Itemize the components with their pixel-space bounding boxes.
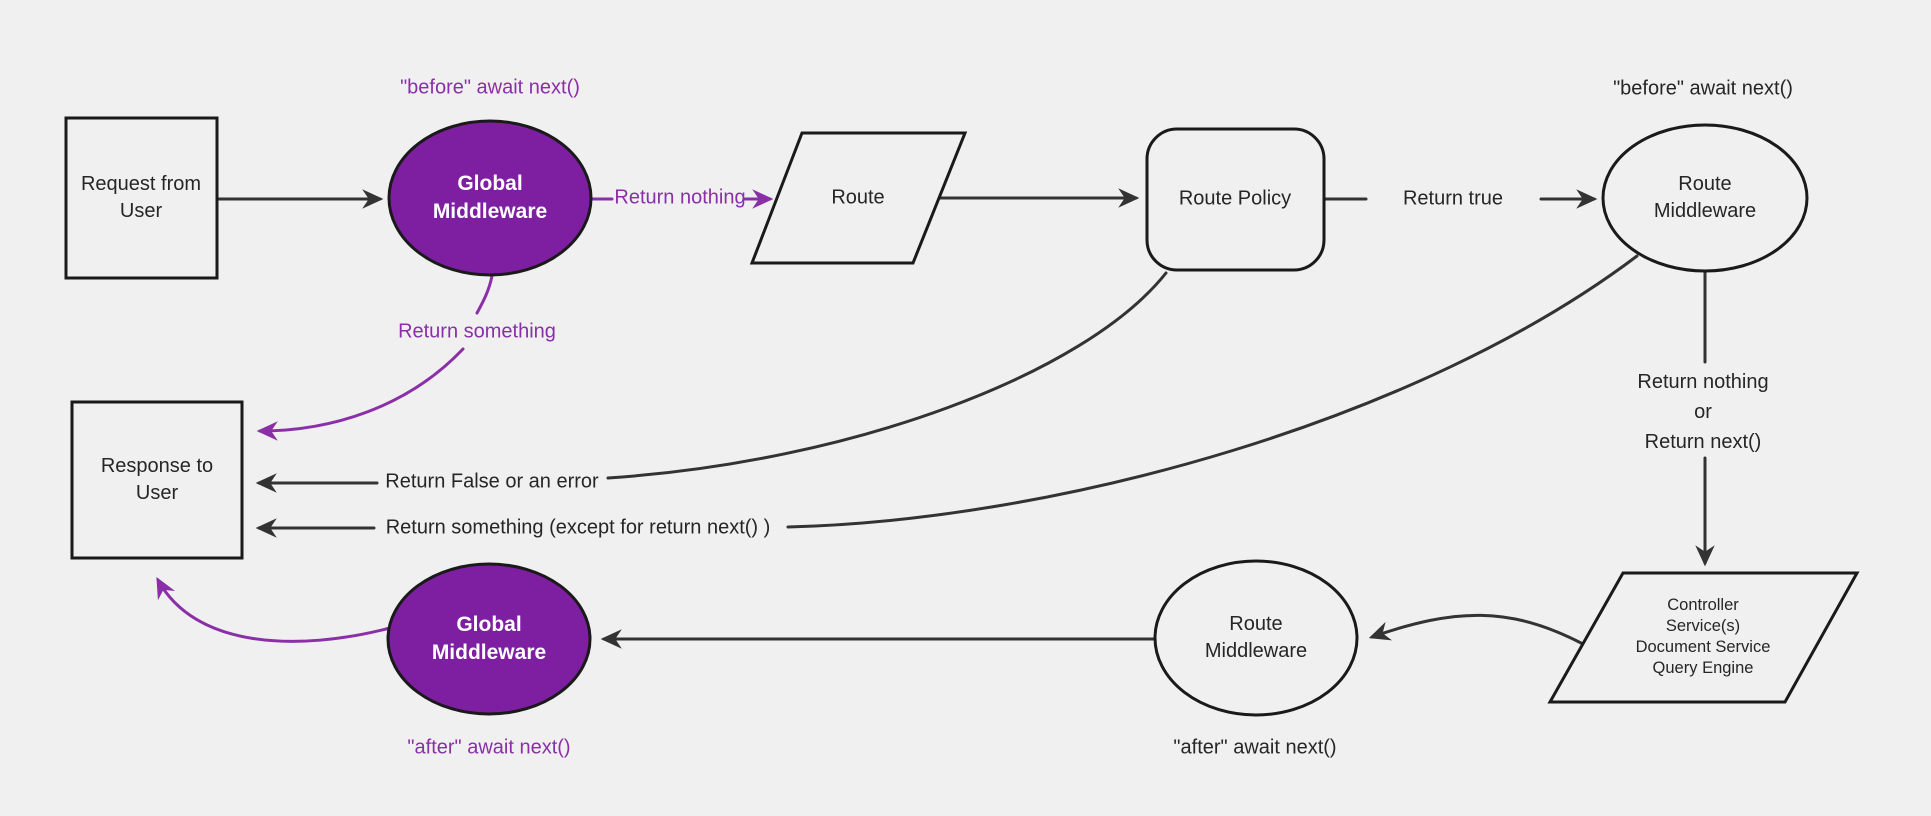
edge-global-middleware-to-return-something-label bbox=[475, 274, 494, 315]
node-response-label: Response to User bbox=[100, 455, 214, 504]
node-route-middleware-top-label: Route Middleware bbox=[1653, 173, 1757, 222]
edge-label-return-something-except: Return something (except for return next… bbox=[385, 516, 771, 539]
node-controller-shape bbox=[1547, 571, 1860, 704]
node-global-middleware-top-label: Global Middleware bbox=[432, 171, 548, 223]
node-route-middleware-bottom-shape bbox=[1153, 559, 1359, 717]
node-route-policy-label: Route Policy bbox=[1178, 187, 1292, 210]
node-request-label: Request from User bbox=[80, 173, 202, 222]
edge-route-policy-to-return-false-label bbox=[606, 271, 1168, 480]
node-route-shape bbox=[749, 131, 968, 265]
annotation-before-await-top-left: "before" await next() bbox=[400, 76, 580, 99]
edge-label-return-nothing-or-next: Return nothing or Return next() bbox=[1637, 371, 1769, 453]
node-route-middleware-bottom-label: Route Middleware bbox=[1204, 613, 1308, 662]
node-request-shape bbox=[64, 116, 219, 280]
node-route-middleware-top-shape bbox=[1601, 123, 1809, 273]
node-global-middleware-bottom-label: Global Middleware bbox=[431, 612, 547, 664]
edge-return-something-label-to-response bbox=[256, 347, 465, 441]
node-route-policy-shape bbox=[1145, 127, 1326, 272]
edge-label-return-something: Return something bbox=[398, 320, 556, 343]
node-controller-label: Controller Service(s) Document Service Q… bbox=[1635, 595, 1771, 678]
edge-label-return-true: Return true bbox=[1402, 187, 1504, 210]
node-global-middleware-top-shape bbox=[387, 119, 593, 277]
edge-label-return-false-or-error: Return False or an error bbox=[385, 470, 599, 493]
annotation-before-await-top-right: "before" await next() bbox=[1613, 77, 1793, 100]
edge-label-return-nothing: Return nothing bbox=[614, 186, 746, 209]
edge-global-middleware-after-to-response bbox=[156, 577, 392, 643]
annotation-after-await-bottom-left: "after" await next() bbox=[407, 736, 571, 759]
node-route-label: Route bbox=[831, 186, 885, 209]
node-response-shape bbox=[70, 400, 244, 560]
edge-route-middleware-to-return-something-except-label bbox=[786, 254, 1639, 529]
edge-controller-to-route-middleware-after bbox=[1368, 613, 1585, 646]
annotation-after-await-bottom-right: "after" await next() bbox=[1173, 736, 1337, 759]
node-global-middleware-bottom-shape bbox=[386, 562, 592, 716]
